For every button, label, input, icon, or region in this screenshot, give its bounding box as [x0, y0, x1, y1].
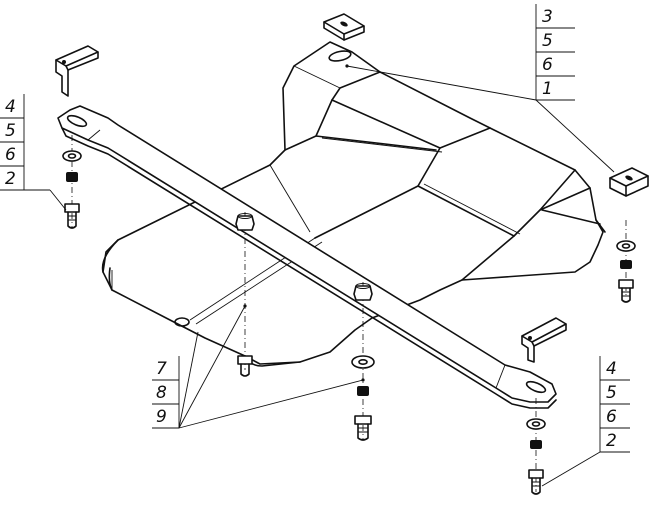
bracket-top	[323, 13, 365, 41]
callout-bottom-center: 7 8 9	[152, 356, 180, 429]
callout-bottom-right-1: 4	[606, 359, 617, 379]
callout-top-right: 3 5 6 1	[535, 4, 575, 101]
callout-left-3: 6	[5, 145, 16, 165]
callout-top-right-1: 3	[542, 7, 553, 27]
callout-left-2: 5	[5, 121, 16, 141]
fastener-stack-right-rear	[616, 220, 636, 303]
callout-bottom-right-4: 2	[606, 431, 617, 451]
plate-hole	[174, 317, 190, 327]
bracket-right-front	[521, 317, 567, 363]
fastener-stack-center	[351, 282, 375, 441]
bracket-right-rear	[609, 167, 649, 197]
callout-bottom-right-3: 6	[606, 407, 617, 427]
callout-left-4: 2	[5, 169, 16, 189]
callout-bottom-center-3: 9	[156, 407, 167, 427]
callout-bottom-center-2: 8	[156, 383, 167, 403]
callout-top-right-4: 1	[542, 79, 553, 99]
leader-lines	[49, 64, 615, 487]
callout-top-right-2: 5	[542, 31, 553, 51]
callout-top-right-3: 6	[542, 55, 553, 75]
callout-bottom-center-1: 7	[156, 359, 167, 379]
cross-member-bar	[57, 105, 557, 409]
nut-center-upper	[235, 212, 255, 377]
callout-bottom-right-2: 5	[606, 383, 617, 403]
callout-bottom-right: 4 5 6 2	[599, 356, 630, 453]
fastener-stack-right-front	[526, 398, 546, 495]
bracket-left	[55, 45, 99, 97]
callout-left-1: 4	[5, 97, 16, 117]
callout-left: 4 5 6 2	[0, 94, 50, 191]
skid-plate	[101, 41, 606, 367]
fastener-stack-left	[62, 135, 82, 229]
